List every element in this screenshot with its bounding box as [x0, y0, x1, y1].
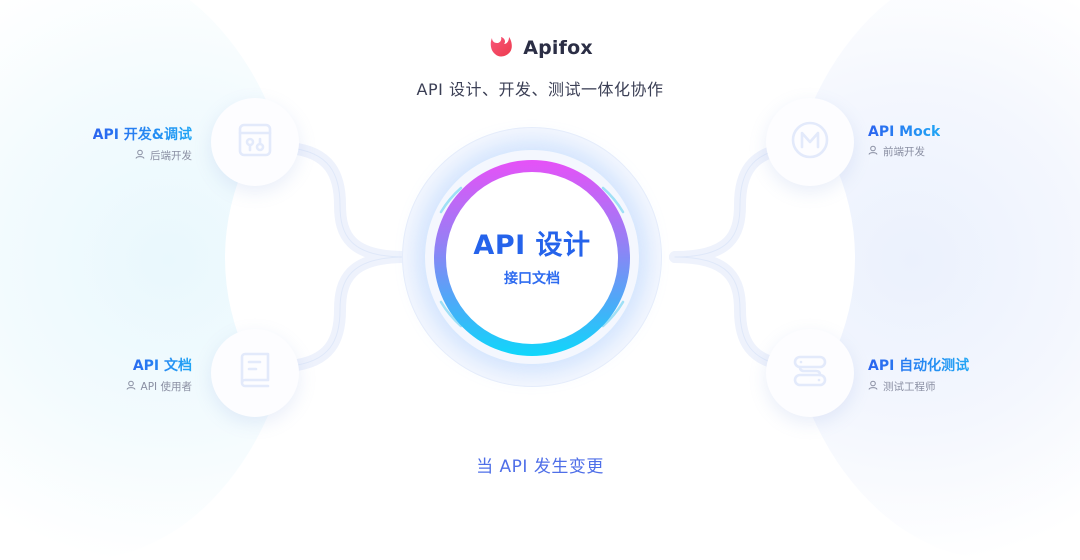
brand: Apifox — [487, 32, 593, 64]
feature-role: 后端开发 — [93, 148, 192, 163]
debug-window-icon — [237, 122, 273, 162]
node-auto-test — [766, 329, 854, 417]
feature-role-text: 测试工程师 — [883, 381, 936, 393]
feature-auto-test: API 自动化测试 测试工程师 — [868, 355, 969, 394]
node-docs — [211, 329, 299, 417]
user-icon — [868, 380, 878, 393]
node-mock — [766, 98, 854, 186]
center-title: API 设计 — [473, 229, 591, 261]
feature-docs: API 文档 API 使用者 — [126, 355, 192, 394]
feature-role: 测试工程师 — [868, 379, 969, 394]
user-icon — [126, 380, 136, 393]
feature-role-text: 前端开发 — [883, 146, 925, 158]
user-icon — [135, 149, 145, 162]
feature-role: API 使用者 — [126, 379, 192, 394]
brand-name: Apifox — [523, 37, 593, 59]
center-node: API 设计 接口文档 — [446, 172, 618, 344]
feature-title: API 开发&调试 — [93, 124, 192, 144]
feature-dev-debug: API 开发&调试 后端开发 — [93, 124, 192, 163]
connector-paths — [284, 142, 796, 372]
feature-role-text: 后端开发 — [150, 150, 192, 162]
test-flow-icon — [792, 354, 828, 392]
feature-mock: API Mock 前端开发 — [868, 124, 940, 159]
feature-title: API 文档 — [126, 355, 192, 375]
center-subtitle: 接口文档 — [504, 270, 560, 287]
tagline: API 设计、开发、测试一体化协作 — [416, 80, 664, 99]
user-icon — [868, 145, 878, 158]
feature-role-text: API 使用者 — [140, 381, 192, 393]
apifox-logo-icon — [487, 32, 515, 64]
mock-m-circle-icon — [790, 120, 830, 164]
document-book-icon — [238, 352, 272, 394]
feature-role: 前端开发 — [868, 144, 940, 159]
footer-caption: 当 API 发生变更 — [476, 457, 604, 477]
feature-title: API 自动化测试 — [868, 355, 969, 375]
header: Apifox — [0, 32, 1080, 64]
feature-title: API Mock — [868, 124, 941, 140]
node-dev-debug — [211, 98, 299, 186]
